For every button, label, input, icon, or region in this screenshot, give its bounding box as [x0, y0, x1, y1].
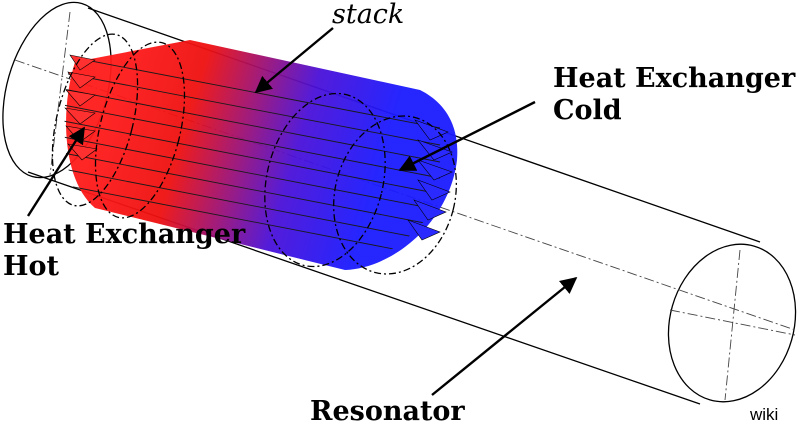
- resonator-axis: [14, 11, 796, 401]
- cold-exchanger-section: [332, 115, 458, 275]
- pointer-arrows: [26, 27, 578, 396]
- cold-plate-edges: [407, 119, 453, 241]
- arrow-cold: [398, 100, 536, 172]
- label-resonator: Resonator: [310, 396, 465, 427]
- label-heat-exchanger-cold-line1: Heat Exchanger: [553, 63, 796, 94]
- label-heat-exchanger-hot-line2: Hot: [3, 251, 60, 282]
- resonator-right-end: [667, 243, 797, 403]
- stack-hot-section: [94, 41, 186, 219]
- arrow-hot: [26, 126, 86, 217]
- hot-plate-edges: [64, 54, 98, 161]
- stack-body: [66, 40, 458, 270]
- arrow-resonator: [431, 276, 578, 396]
- label-heat-exchanger-hot-line1: Heat Exchanger: [3, 219, 246, 250]
- label-heat-exchanger-cold-line2: Cold: [553, 95, 622, 126]
- stack-plates: [64, 54, 441, 259]
- hot-exchanger-section: [51, 33, 139, 207]
- arrow-stack: [254, 27, 334, 94]
- credit-text: wiki: [749, 405, 778, 424]
- label-stack: stack: [332, 0, 404, 30]
- stack-block: [64, 40, 458, 270]
